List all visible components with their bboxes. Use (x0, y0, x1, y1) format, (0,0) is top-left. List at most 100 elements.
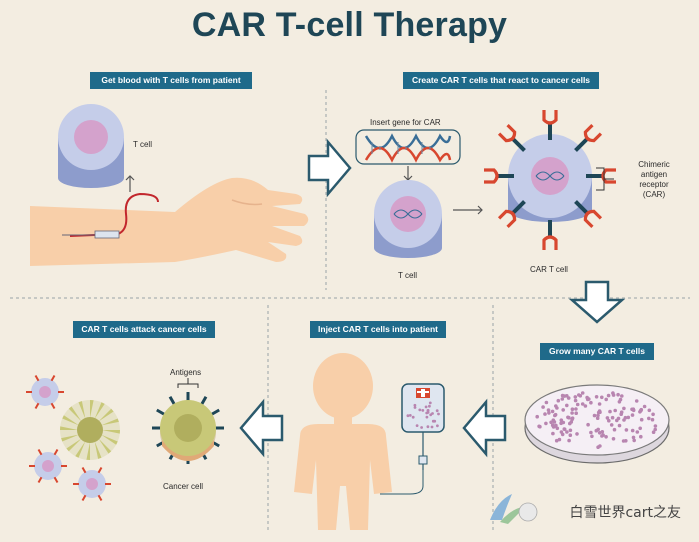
label-chimeric-4: (CAR) (626, 190, 682, 199)
cultured-cell (541, 405, 545, 409)
iv-cell (412, 416, 415, 419)
cultured-cell (598, 444, 602, 448)
cultured-cell (576, 403, 580, 407)
small-receptor (39, 477, 42, 482)
small-receptor (52, 376, 55, 381)
iv-cell (425, 412, 428, 415)
iv-cell (426, 416, 429, 419)
t-cell-mid (374, 180, 442, 258)
cultured-cell (647, 417, 651, 421)
cultured-cell (632, 436, 636, 440)
iv-cell (431, 412, 434, 415)
cultured-cell (636, 430, 640, 434)
dna-helix-icon (356, 130, 460, 164)
cultured-cell (627, 416, 631, 420)
cultured-cell (616, 393, 620, 397)
cultured-cell (595, 395, 599, 399)
cultured-cell (598, 410, 602, 414)
label-cancer-cell: Cancer cell (163, 482, 203, 491)
small-receptor (83, 468, 86, 473)
cultured-cell (607, 394, 611, 398)
cultured-cell (608, 410, 612, 414)
label-car-t-cell: CAR T cell (530, 265, 568, 274)
cultured-cell (610, 423, 614, 427)
step-attack: CAR T cells attack cancer cells (73, 321, 215, 338)
car-t-cell-small-1 (31, 378, 59, 406)
label-chimeric-3: receptor (626, 180, 682, 189)
cultured-cell (553, 414, 557, 418)
down-arrow-icon (404, 166, 412, 180)
label-antigens: Antigens (170, 368, 201, 377)
cultured-cell (622, 439, 626, 443)
cultured-cell (632, 439, 636, 443)
cultured-cell (631, 429, 635, 433)
iv-cell (418, 409, 421, 412)
cultured-cell (574, 411, 578, 415)
label-t-cell-top: T cell (133, 140, 152, 149)
watermark-logo (490, 494, 537, 524)
cultured-cell (586, 423, 590, 427)
cultured-cell (553, 425, 557, 429)
iv-cell (427, 425, 430, 428)
cultured-cell (563, 394, 567, 398)
arrow-left-icon-1 (464, 402, 505, 454)
cultured-cell (598, 402, 602, 406)
cultured-cell (589, 431, 593, 435)
cultured-cell (651, 413, 655, 417)
arrow-down-icon (572, 282, 622, 322)
cultured-cell (651, 418, 655, 422)
iv-cell (416, 424, 419, 427)
cultured-cell (622, 407, 626, 411)
cultured-cell (648, 409, 652, 413)
iv-cell (437, 413, 440, 416)
small-receptor (83, 495, 86, 500)
arrow-right-icon-1 (309, 142, 350, 194)
cultured-cell (652, 430, 656, 434)
cultured-cell (635, 399, 639, 403)
cultured-cell (569, 429, 573, 433)
cultured-cell (581, 391, 585, 395)
iv-cell (428, 405, 431, 408)
iv-cell (436, 409, 439, 412)
antigen-bracket (178, 378, 198, 388)
cultured-cell (586, 398, 590, 402)
cultured-cell (611, 416, 615, 420)
iv-cell (421, 409, 424, 412)
step-inject: Inject CAR T cells into patient (310, 321, 446, 338)
iv-cell (420, 426, 423, 429)
car-t-cell-small-3 (78, 470, 106, 498)
cultured-cell (560, 418, 564, 422)
cultured-cell (535, 415, 539, 419)
cultured-cell (619, 398, 623, 402)
cultured-cell (631, 413, 635, 417)
cultured-cell (617, 417, 621, 421)
cultured-cell (561, 433, 565, 437)
cultured-cell (593, 414, 597, 418)
cultured-cell (547, 408, 551, 412)
cultured-cell (638, 410, 642, 414)
cultured-cell (563, 427, 567, 431)
iv-cell (429, 402, 432, 405)
cultured-cell (622, 418, 626, 422)
cultured-cell (551, 410, 555, 414)
cultured-cell (612, 393, 616, 397)
patient-arm (30, 178, 308, 266)
cultured-cell (584, 404, 588, 408)
iv-cell (409, 414, 412, 417)
cultured-cell (565, 404, 569, 408)
step-get-blood: Get blood with T cells from patient (90, 72, 252, 89)
cultured-cell (600, 434, 604, 438)
cultured-cell (619, 412, 623, 416)
cultured-cell (577, 393, 581, 397)
page-title: CAR T-cell Therapy (0, 6, 699, 45)
car-t-cell-small-2 (34, 452, 62, 480)
cultured-cell (600, 396, 604, 400)
cultured-cell (565, 430, 569, 434)
cultured-cell (575, 432, 579, 436)
cultured-cell (639, 435, 643, 439)
cultured-cell (625, 428, 629, 432)
cultured-cell (632, 407, 636, 411)
child-patient (294, 353, 392, 530)
iv-cell (427, 409, 430, 412)
